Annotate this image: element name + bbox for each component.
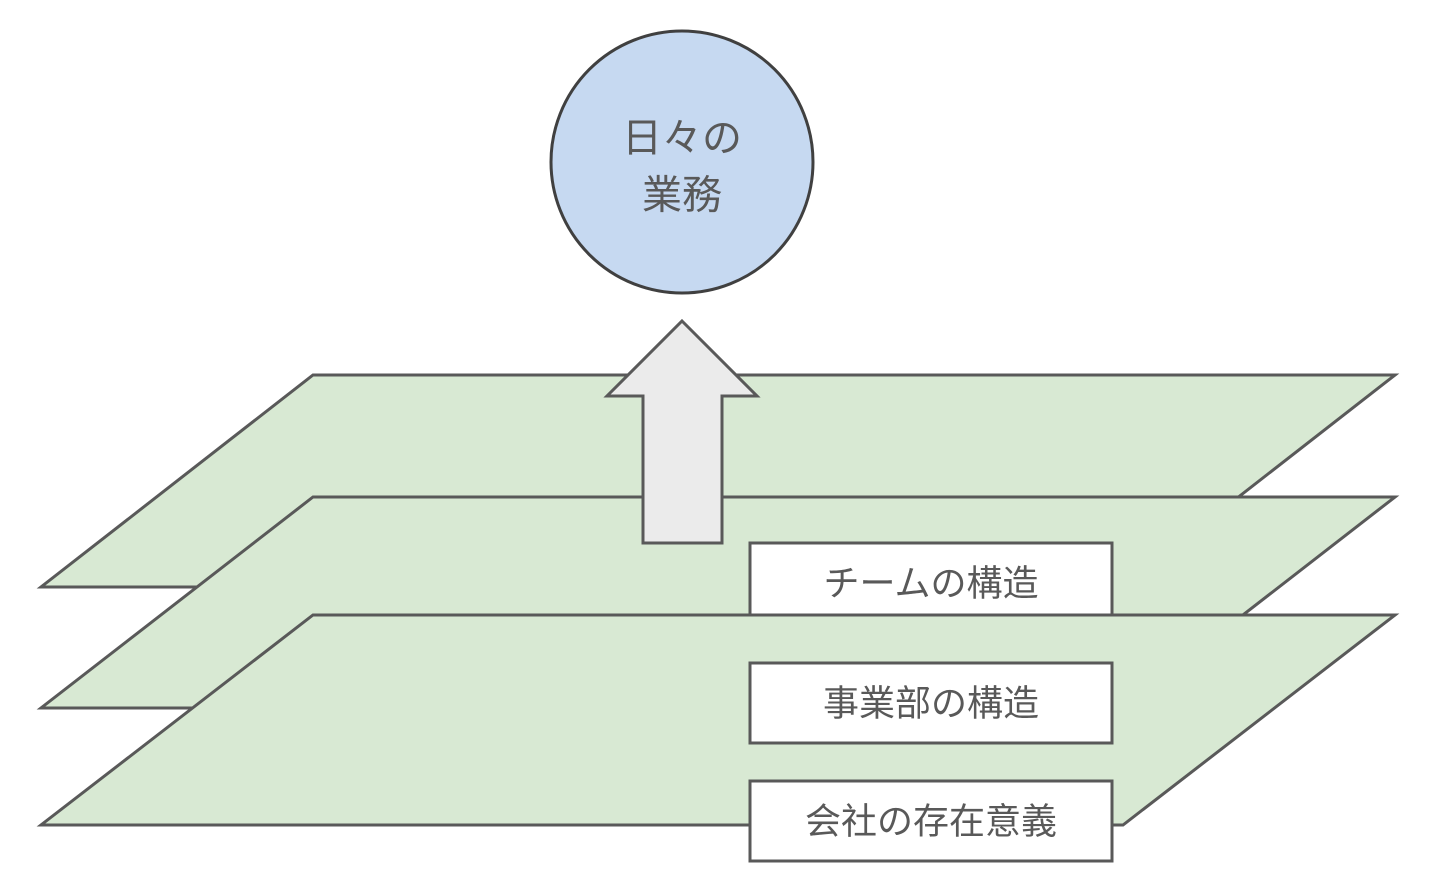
label-box-rect-layer-3 <box>748 779 1114 863</box>
label-text-layer-3: 会社の存在意義 <box>805 801 1057 842</box>
label-box-rect-layer-2 <box>748 661 1114 745</box>
circle-text-line-1: 日々の <box>622 117 742 161</box>
daily-operations-node[interactable]: 日々の 業務 <box>549 29 815 295</box>
label-box-layer-1[interactable]: チームの構造 <box>748 541 1114 625</box>
label-text-layer-2: 事業部の構造 <box>823 683 1039 724</box>
label-text-layer-1: チームの構造 <box>824 563 1039 604</box>
label-box-layer-3[interactable]: 会社の存在意義 <box>748 779 1114 863</box>
upward-arrow-icon <box>603 318 761 545</box>
label-box-layer-2[interactable]: 事業部の構造 <box>748 661 1114 745</box>
circle-shape <box>549 29 815 295</box>
circle-text-line-2: 業務 <box>642 174 722 218</box>
